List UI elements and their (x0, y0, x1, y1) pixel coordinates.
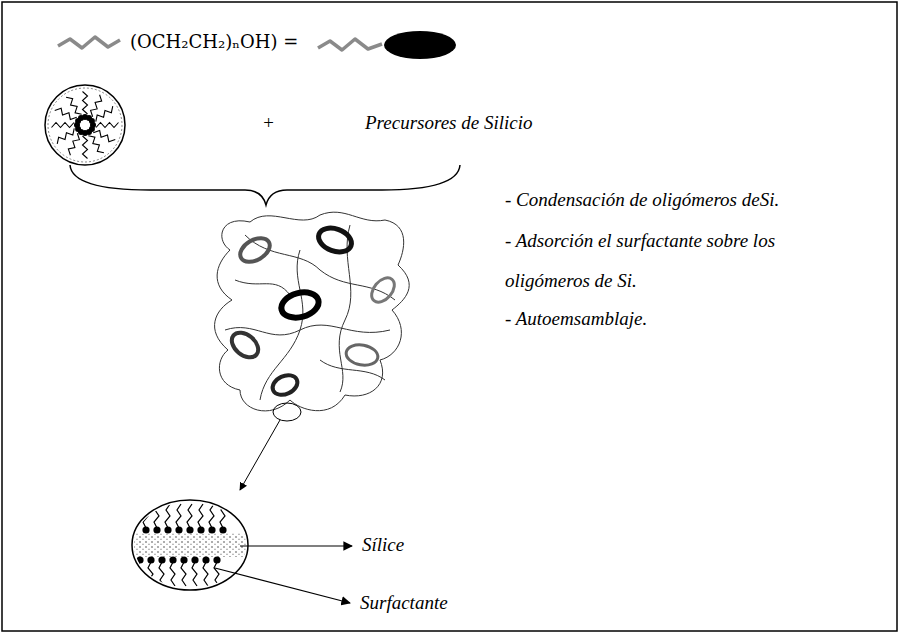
leader-arrow (215, 568, 350, 603)
step-note: - Autoemsamblaje. (505, 308, 647, 330)
part-label: Surfactante (360, 592, 448, 614)
detail-view (130, 500, 250, 590)
plus-sign: + (262, 112, 275, 134)
reagent-label: Precursores de Silicio (365, 112, 532, 134)
micelle-rings (227, 224, 399, 399)
micelle (45, 85, 125, 165)
step-note: - Adsorción el surfactante sobre los oli… (505, 221, 805, 301)
step-note: - Condensación de oligómeros deSi. (505, 189, 779, 211)
hydrophobic-tail (58, 37, 120, 48)
brace (70, 165, 460, 205)
formula-label: (OCH₂CH₂)ₙOH) = (130, 31, 298, 52)
zoom-arrow (240, 420, 280, 490)
part-label: Sílice (362, 534, 404, 556)
hydrophilic-head (384, 31, 456, 59)
hydrophobic-tail (318, 39, 382, 50)
leader-arrow (240, 545, 352, 546)
silica-network (215, 212, 410, 411)
zoom-circle (273, 403, 301, 421)
